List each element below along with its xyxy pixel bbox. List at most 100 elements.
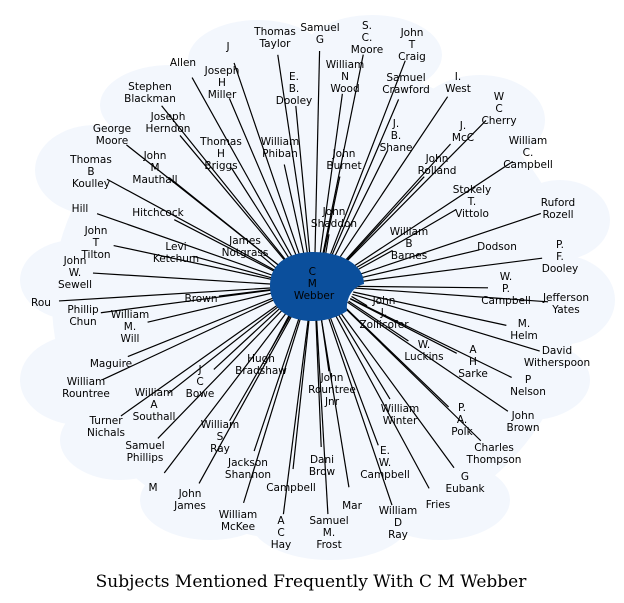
node-allen[interactable]: Allen xyxy=(170,57,196,69)
node-label-line: Levi xyxy=(165,241,186,253)
node-label-line: William xyxy=(111,309,149,321)
node-mar[interactable]: Mar xyxy=(342,500,362,512)
node-label-line: Hitchcock xyxy=(132,207,184,219)
node-label-line: Samuel xyxy=(386,72,425,84)
node-label-line: M. xyxy=(124,321,136,333)
node-dodson[interactable]: Dodson xyxy=(477,241,517,253)
node-label-line: B. xyxy=(391,130,402,142)
node-hitchcock[interactable]: Hitchcock xyxy=(132,207,184,219)
node-label-line: T xyxy=(408,39,416,51)
node-fries[interactable]: Fries xyxy=(426,499,450,511)
node-label-line: Bradshaw xyxy=(235,365,287,377)
node-label-line: John xyxy=(143,150,167,162)
node-w-p-campbell[interactable]: W.P.Campbell xyxy=(481,271,531,307)
node-j-mcc[interactable]: J.McC xyxy=(452,120,474,144)
node-label-line: Campbell xyxy=(481,295,531,307)
halo-blob xyxy=(370,460,510,540)
edge-p-a-polk xyxy=(343,305,450,408)
node-label-line: George xyxy=(93,123,131,135)
edge-stephen-blackman xyxy=(161,105,289,264)
node-label-line: Samuel xyxy=(300,22,339,34)
node-e-w-campbell[interactable]: E.W.Campbell xyxy=(360,445,410,481)
node-w-luckins[interactable]: W.Luckins xyxy=(404,339,443,363)
halo-blob xyxy=(470,340,590,420)
node-label-line: David xyxy=(542,345,572,357)
edge-g-eubank xyxy=(337,309,455,469)
node-s-c-moore[interactable]: S.C.Moore xyxy=(351,20,383,56)
node-campbell[interactable]: Campbell xyxy=(266,482,316,494)
node-brown[interactable]: Brown xyxy=(185,293,218,305)
node-label-line: John xyxy=(178,488,202,500)
node-label-line: Dooley xyxy=(276,95,313,107)
node-hill[interactable]: Hill xyxy=(72,203,89,215)
edge-m xyxy=(163,309,290,474)
node-j[interactable]: J xyxy=(225,41,229,53)
hub-node[interactable]: C M Webber xyxy=(270,252,364,321)
node-p-f-dooley[interactable]: P.F.Dooley xyxy=(542,239,579,275)
node-label-line: Herndon xyxy=(146,123,191,135)
node-p-a-polk[interactable]: P.A.Polk xyxy=(451,402,473,438)
node-rou[interactable]: Rou xyxy=(31,297,51,309)
node-label-line: Ray xyxy=(210,443,230,455)
node-m[interactable]: M xyxy=(148,482,157,494)
node-j-b-shane[interactable]: J.B.Shane xyxy=(380,118,413,154)
node-label-line: Shaddon xyxy=(311,218,357,230)
node-m-helm[interactable]: M.Helm xyxy=(510,318,538,342)
node-maguire[interactable]: Maguire xyxy=(90,358,132,370)
node-i-west[interactable]: I.West xyxy=(445,71,471,95)
node-label-line: James xyxy=(173,500,206,512)
node-e-b-dooley[interactable]: E.B.Dooley xyxy=(276,71,313,107)
